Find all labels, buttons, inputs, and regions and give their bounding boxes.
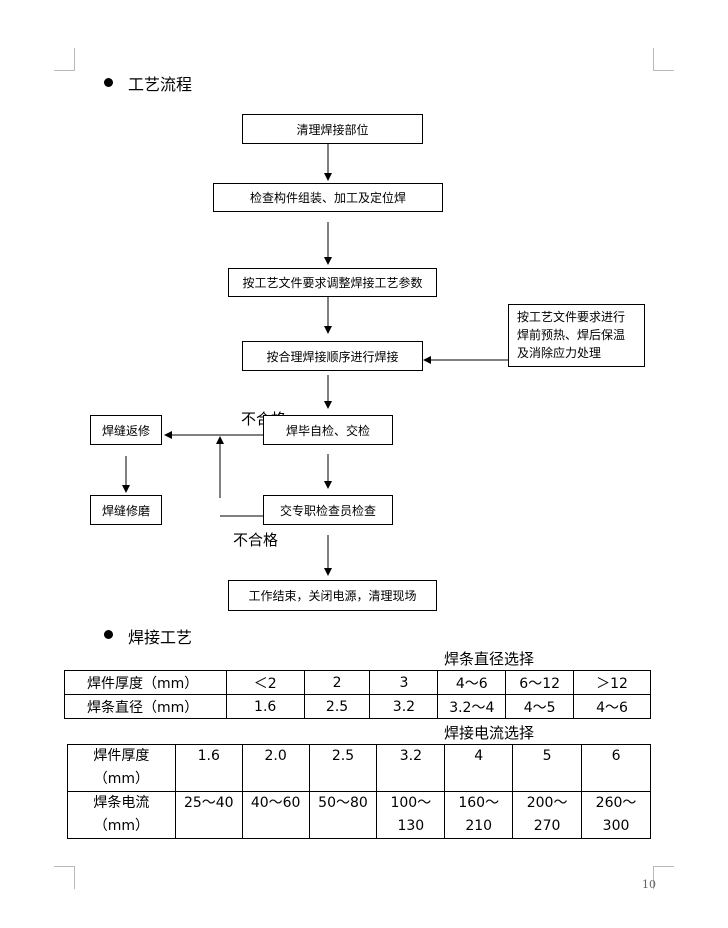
corner-mark-bottom-right — [653, 866, 674, 889]
table-cell: 2.5 — [303, 694, 371, 719]
row-header-thickness: 焊件厚度（mm） — [64, 670, 227, 695]
table-cell: 260～ 300 — [581, 791, 651, 839]
flow-step-inspector-check: 交专职检查员检查 — [263, 495, 393, 525]
flow-step-inspect-assembly: 检查构件组装、加工及定位焊 — [213, 183, 443, 212]
table-cell: 2.5 — [308, 744, 378, 792]
flow-step-self-check: 焊毕自检、交检 — [263, 415, 393, 445]
corner-mark-top-right — [653, 48, 674, 71]
side-note-line: 焊前预热、焊后保温 — [517, 328, 626, 342]
row-header-line: （mm） — [93, 771, 150, 787]
cell-line: 160～ — [458, 795, 500, 811]
table-cell: 6～12 — [505, 670, 575, 695]
row-header-line: 焊条电流 — [93, 795, 150, 811]
table2-caption: 焊接电流选择 — [444, 724, 535, 742]
row-header-diameter: 焊条直径（mm） — [64, 694, 227, 719]
table-row: 焊件厚度 （mm） 1.6 2.0 2.5 3.2 4 5 6 — [67, 744, 651, 792]
table-cell: 100～ 130 — [376, 791, 446, 839]
flow-step-finish: 工作结束，关闭电源，清理现场 — [228, 580, 437, 611]
bullet-icon — [104, 78, 113, 87]
row-header-line: （mm） — [93, 818, 150, 834]
side-note-line: 按工艺文件要求进行 — [517, 310, 626, 324]
table-cell: 5 — [512, 744, 583, 792]
cell-line: 300 — [602, 818, 630, 834]
table-cell: 1.6 — [174, 744, 243, 792]
table-cell: ＞12 — [573, 670, 651, 695]
table1-caption: 焊条直径选择 — [444, 650, 535, 668]
cell-line: 260～ — [595, 795, 637, 811]
cell-line: 270 — [533, 818, 561, 834]
table-cell: 40～60 — [241, 791, 310, 839]
row-header-thickness: 焊件厚度 （mm） — [67, 744, 176, 792]
table-cell: ＜2 — [225, 670, 305, 695]
flow-step-adjust-parameters: 按工艺文件要求调整焊接工艺参数 — [228, 268, 437, 297]
corner-mark-top-left — [54, 48, 75, 71]
cell-line: 100～ — [390, 795, 432, 811]
table-cell: 160～ 210 — [444, 791, 514, 839]
welding-current-table: 焊件厚度 （mm） 1.6 2.0 2.5 3.2 4 5 6 焊条电流 （mm… — [67, 744, 651, 839]
table-row: 焊条电流 （mm） 25～40 40～60 50～80 100～ 130 160～… — [67, 791, 651, 839]
row-header-current: 焊条电流 （mm） — [67, 791, 176, 839]
cell-line: 130 — [397, 818, 425, 834]
section-title-welding: 焊接工艺 — [128, 628, 193, 647]
table-cell: 3.2 — [369, 694, 439, 719]
table-cell: 50～80 — [308, 791, 378, 839]
flow-side-note: 按工艺文件要求进行 焊前预热、焊后保温 及消除应力处理 — [508, 304, 645, 367]
corner-mark-bottom-left — [54, 866, 75, 889]
table-cell: 1.6 — [225, 694, 305, 719]
bullet-icon — [104, 630, 113, 639]
table-cell: 3.2 — [376, 744, 446, 792]
table-cell: 3 — [369, 670, 439, 695]
cell-line: 50～80 — [318, 795, 368, 811]
table-cell: 2.0 — [241, 744, 310, 792]
table-row: 焊条直径（mm） 1.6 2.5 3.2 3.2～4 4～5 4～6 — [64, 694, 651, 719]
table-cell: 4 — [444, 744, 514, 792]
table-cell: 25～40 — [174, 791, 243, 839]
table-cell: 2 — [303, 670, 371, 695]
side-note-line: 及消除应力处理 — [517, 346, 602, 360]
table-cell: 4～5 — [505, 694, 575, 719]
table-cell: 4～6 — [437, 670, 507, 695]
page-number: 10 — [642, 878, 656, 891]
table-cell: 200～ 270 — [512, 791, 583, 839]
flow-step-grind: 焊缝修磨 — [90, 495, 162, 525]
cell-line: 200～ — [526, 795, 568, 811]
flow-step-clean: 清理焊接部位 — [242, 114, 423, 144]
table-cell: 4～6 — [573, 694, 651, 719]
cell-line: 25～40 — [183, 795, 234, 811]
cell-line: 210 — [465, 818, 493, 834]
fail-label: 不合格 — [233, 531, 279, 549]
electrode-diameter-table: 焊件厚度（mm） ＜2 2 3 4～6 6～12 ＞12 焊条直径（mm） 1.… — [64, 670, 651, 719]
table-cell: 3.2～4 — [437, 694, 507, 719]
flow-step-repair: 焊缝返修 — [90, 415, 162, 445]
table-cell: 6 — [581, 744, 651, 792]
cell-line: 40～60 — [250, 795, 301, 811]
flow-step-welding: 按合理焊接顺序进行焊接 — [242, 341, 423, 371]
row-header-line: 焊件厚度 — [93, 748, 150, 764]
table-row: 焊件厚度（mm） ＜2 2 3 4～6 6～12 ＞12 — [64, 670, 651, 695]
section-title-process: 工艺流程 — [128, 75, 193, 94]
